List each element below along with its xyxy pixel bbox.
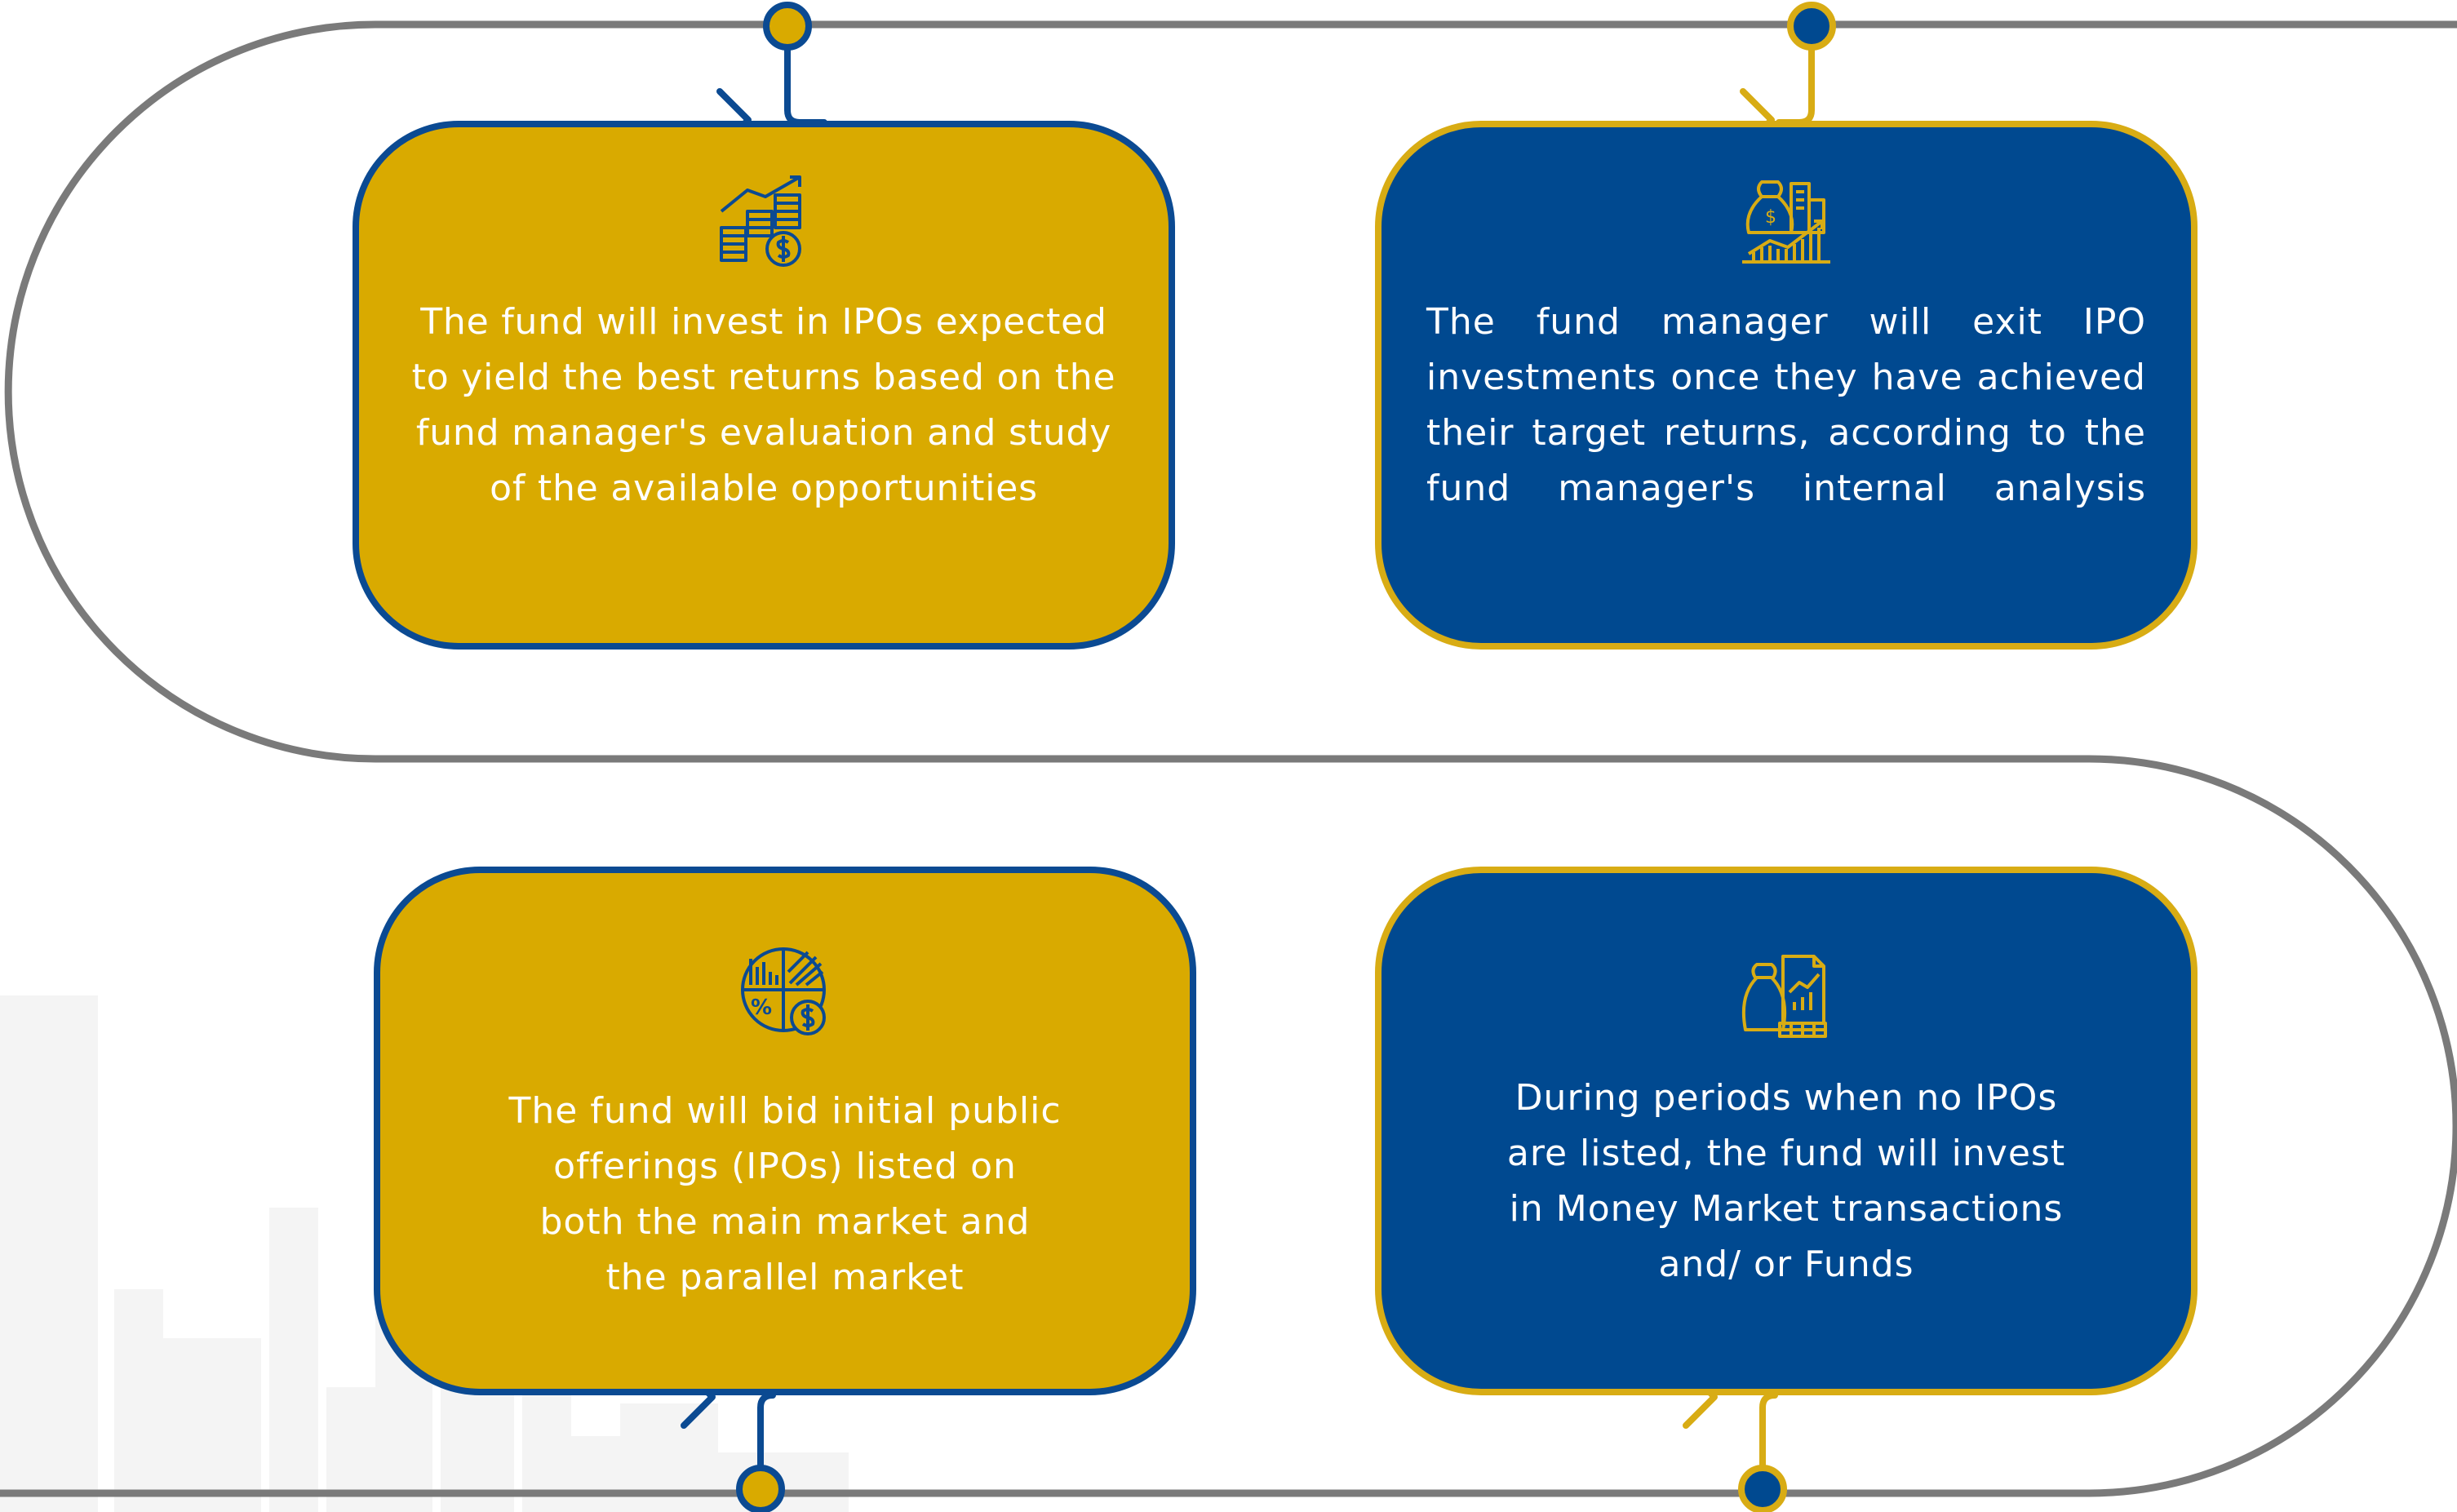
step-card-1: The fund will invest in IPOs expected to… — [353, 121, 1175, 650]
track-path-top — [0, 20, 2457, 1497]
text-line: both the main market and — [539, 1201, 1031, 1243]
text-line: in Money Market transactions — [1509, 1188, 2064, 1230]
node-step-3 — [736, 1465, 785, 1512]
money-bag-city-chart-icon: $ — [1742, 180, 1830, 264]
text-line: fund manager's evaluation and study — [415, 412, 1112, 454]
connector-step-3 — [757, 1392, 776, 1492]
text-line: The fund will invest in IPOs expected — [420, 301, 1107, 343]
text-line: fund manager's internal analysis — [1426, 468, 2146, 509]
text-line: and/ or Funds — [1658, 1244, 1914, 1285]
money-bag-coins-report-icon — [1741, 955, 1827, 1038]
bg-bar — [269, 1208, 318, 1512]
step-1-description: The fund will invest in IPOs expected to… — [404, 295, 1124, 517]
node-step-1 — [763, 2, 812, 51]
step-card-2: $ The fund manager will exit IPO investm… — [1375, 121, 2198, 650]
text-line: offerings (IPOs) listed on — [553, 1146, 1017, 1187]
pie-chart-percent-dollar-icon: % — [741, 947, 826, 1035]
step-2-description: The fund manager will exit IPO investmen… — [1426, 295, 2146, 517]
connector-step-4 — [1759, 1392, 1778, 1492]
text-line: The fund manager will exit IPO — [1426, 301, 2146, 343]
bg-bar — [0, 995, 98, 1512]
text-line: their target returns, according to the — [1426, 412, 2146, 454]
bg-bar — [114, 1289, 163, 1512]
bg-bar — [163, 1338, 261, 1512]
text-line: During periods when no IPOs — [1515, 1077, 2058, 1119]
node-step-2 — [1787, 2, 1836, 51]
step-card-3: % The fund will bid initial public offer… — [374, 867, 1196, 1395]
stacked-coins-growth-icon — [720, 175, 801, 267]
text-line: are listed, the fund will invest — [1506, 1133, 2066, 1174]
step-card-4: During periods when no IPOs are listed, … — [1375, 867, 2198, 1395]
node-step-4 — [1738, 1465, 1787, 1512]
step-4-description: During periods when no IPOs are listed, … — [1426, 1071, 2146, 1293]
text-line: to yield the best returns based on the — [411, 357, 1116, 398]
text-line: investments once they have achieved — [1426, 357, 2146, 398]
bg-bar — [571, 1436, 620, 1512]
step-3-description: The fund will bid initial public offerin… — [425, 1084, 1145, 1306]
svg-text:%: % — [751, 995, 772, 1020]
text-line: The fund will bid initial public — [508, 1090, 1062, 1132]
text-line: the parallel market — [605, 1257, 965, 1298]
text-line: of the available opportunities — [490, 468, 1038, 509]
svg-text:$: $ — [1765, 207, 1776, 228]
